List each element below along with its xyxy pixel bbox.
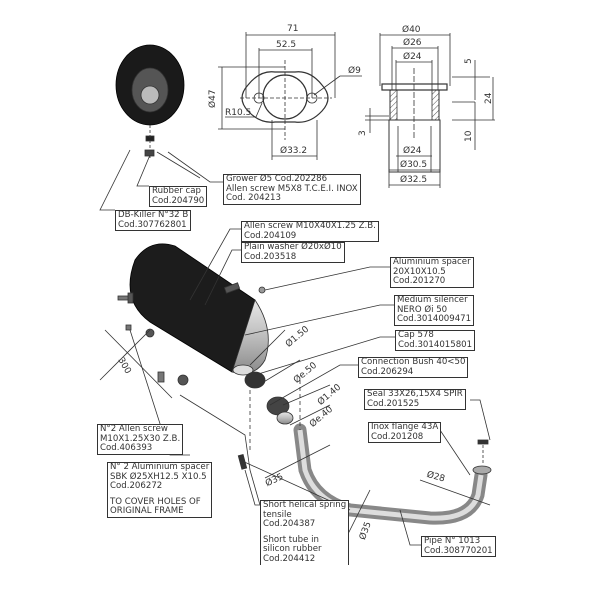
label-line: Cod.201270 <box>393 276 446 287</box>
label-line: Connection Bush 40<50 <box>361 357 466 367</box>
label-line: Cod.3014009471 <box>397 314 472 325</box>
label-n2-allen-screw: N°2 Allen screw M10X1.25X30 Z.B. Cod.406… <box>97 424 184 455</box>
label-seal: Seal 33X26,15X4 SPIR Cod.201525 <box>364 389 466 411</box>
bush-drawing <box>365 33 495 188</box>
label-line: SBK Ø25XH12.5 X10.5 <box>110 471 207 482</box>
dim-32-5: Ø32.5 <box>400 175 428 185</box>
db-killer-end-view <box>115 44 185 160</box>
dim-47: Ø47 <box>208 89 218 108</box>
dim-40: Ø40 <box>402 25 421 35</box>
label-line: Inox flange 43A <box>371 422 439 432</box>
label-line: Cod.206272 <box>110 481 163 492</box>
label-line: 20X10X10.5 <box>393 266 446 277</box>
label-line: N°2 Allen screw <box>100 424 168 434</box>
label-aluminium-spacer: Aluminium spacer 20X10X10.5 Cod.201270 <box>390 257 474 288</box>
label-line: Cod.3014015801 <box>398 339 473 350</box>
label-line: Medium silencer <box>397 295 468 305</box>
flange-drawing <box>218 32 362 160</box>
dim-30-5: Ø30.5 <box>400 160 428 170</box>
label-line: Cod.206294 <box>361 366 414 377</box>
label-spring-tube: Short helical spring tensile Cod.204387 … <box>260 500 350 565</box>
label-medium-silencer: Medium silencer NERO Øi 50 Cod.301400947… <box>394 295 475 326</box>
label-line: Cod.201525 <box>367 398 420 409</box>
dim-bore: Ø33.2 <box>280 146 308 156</box>
label-line: Seal 33X26,15X4 SPIR <box>367 389 463 399</box>
label-line: Cod.201208 <box>371 431 424 442</box>
label-line: Short tube in <box>263 534 319 545</box>
dim-24-bottom: Ø24 <box>403 146 422 156</box>
label-allen-screw-m10: Allen screw M10X40X1.25 Z.B. Cod.204109 <box>241 221 379 243</box>
label-pipe: Pipe N° 1013 Cod.308770201 <box>421 536 496 558</box>
label-line: Cod.204412 <box>263 553 316 564</box>
label-line: Short helical spring <box>263 500 347 510</box>
label-plain-washer: Plain washer Ø20xØ10 Cod.203518 <box>241 242 345 264</box>
label-line: Rubber cap <box>152 186 201 196</box>
label-line: Pipe N° 1013 <box>424 536 481 546</box>
label-line: silicon rubber <box>263 544 322 555</box>
dim-5: 5 <box>464 58 474 64</box>
label-connection-bush: Connection Bush 40<50 Cod.206294 <box>358 357 469 379</box>
label-db-killer: DB-Killer N°32 B Cod.307762801 <box>115 210 192 232</box>
silencer-body <box>129 243 269 376</box>
dim-24-height: 24 <box>484 92 494 104</box>
dim-52-5: 52.5 <box>276 40 297 50</box>
dim-24-top: Ø24 <box>403 52 422 62</box>
dim-71: 71 <box>287 24 299 34</box>
fasteners <box>117 286 266 386</box>
label-line: N° 2 Aluminium spacer <box>110 462 210 472</box>
dim-3: 3 <box>358 130 368 136</box>
label-line: Allen screw M5X8 T.C.E.I. INOX <box>226 183 358 194</box>
label-line: Cap 578 <box>398 330 434 340</box>
label-inox-flange: Inox flange 43A Cod.201208 <box>368 422 442 444</box>
dim-radius: R10.5 <box>225 108 252 118</box>
label-line: Plain washer Ø20xØ10 <box>244 242 342 252</box>
label-line: M10X1.25X30 Z.B. <box>100 433 181 444</box>
label-line: TO COVER HOLES OF <box>110 496 201 507</box>
dim-26: Ø26 <box>403 38 422 48</box>
label-line: ORIGINAL FRAME <box>110 506 184 517</box>
label-line: Grower Ø5 Cod.202286 <box>226 174 328 184</box>
label-line: Cod.307762801 <box>118 219 187 230</box>
label-line: Cod. 204213 <box>226 193 281 204</box>
label-grower: Grower Ø5 Cod.202286 Allen screw M5X8 T.… <box>223 174 361 205</box>
label-cap: Cap 578 Cod.3014015801 <box>395 330 476 352</box>
label-line: Cod.203518 <box>244 251 297 262</box>
label-line: Allen screw M10X40X1.25 Z.B. <box>244 221 376 231</box>
label-line: NERO Øi 50 <box>397 304 448 315</box>
label-line: tensile <box>263 509 292 520</box>
label-line: Cod.308770201 <box>424 545 493 556</box>
label-rubber-cap: Rubber cap Cod.204790 <box>149 186 208 208</box>
label-line: DB-Killer N°32 B <box>118 210 189 220</box>
label-line: Aluminium spacer <box>393 257 471 267</box>
label-line: Cod.204790 <box>152 195 205 206</box>
label-line: Cod.406393 <box>100 443 153 454</box>
dim-hole-dia: Ø9 <box>348 66 361 76</box>
label-line: Cod.204387 <box>263 519 316 530</box>
dim-10: 10 <box>464 130 474 142</box>
label-line: Cod.204109 <box>244 230 297 241</box>
label-n2-aluminium-spacer: N° 2 Aluminium spacer SBK Ø25XH12.5 X10.… <box>107 462 213 518</box>
